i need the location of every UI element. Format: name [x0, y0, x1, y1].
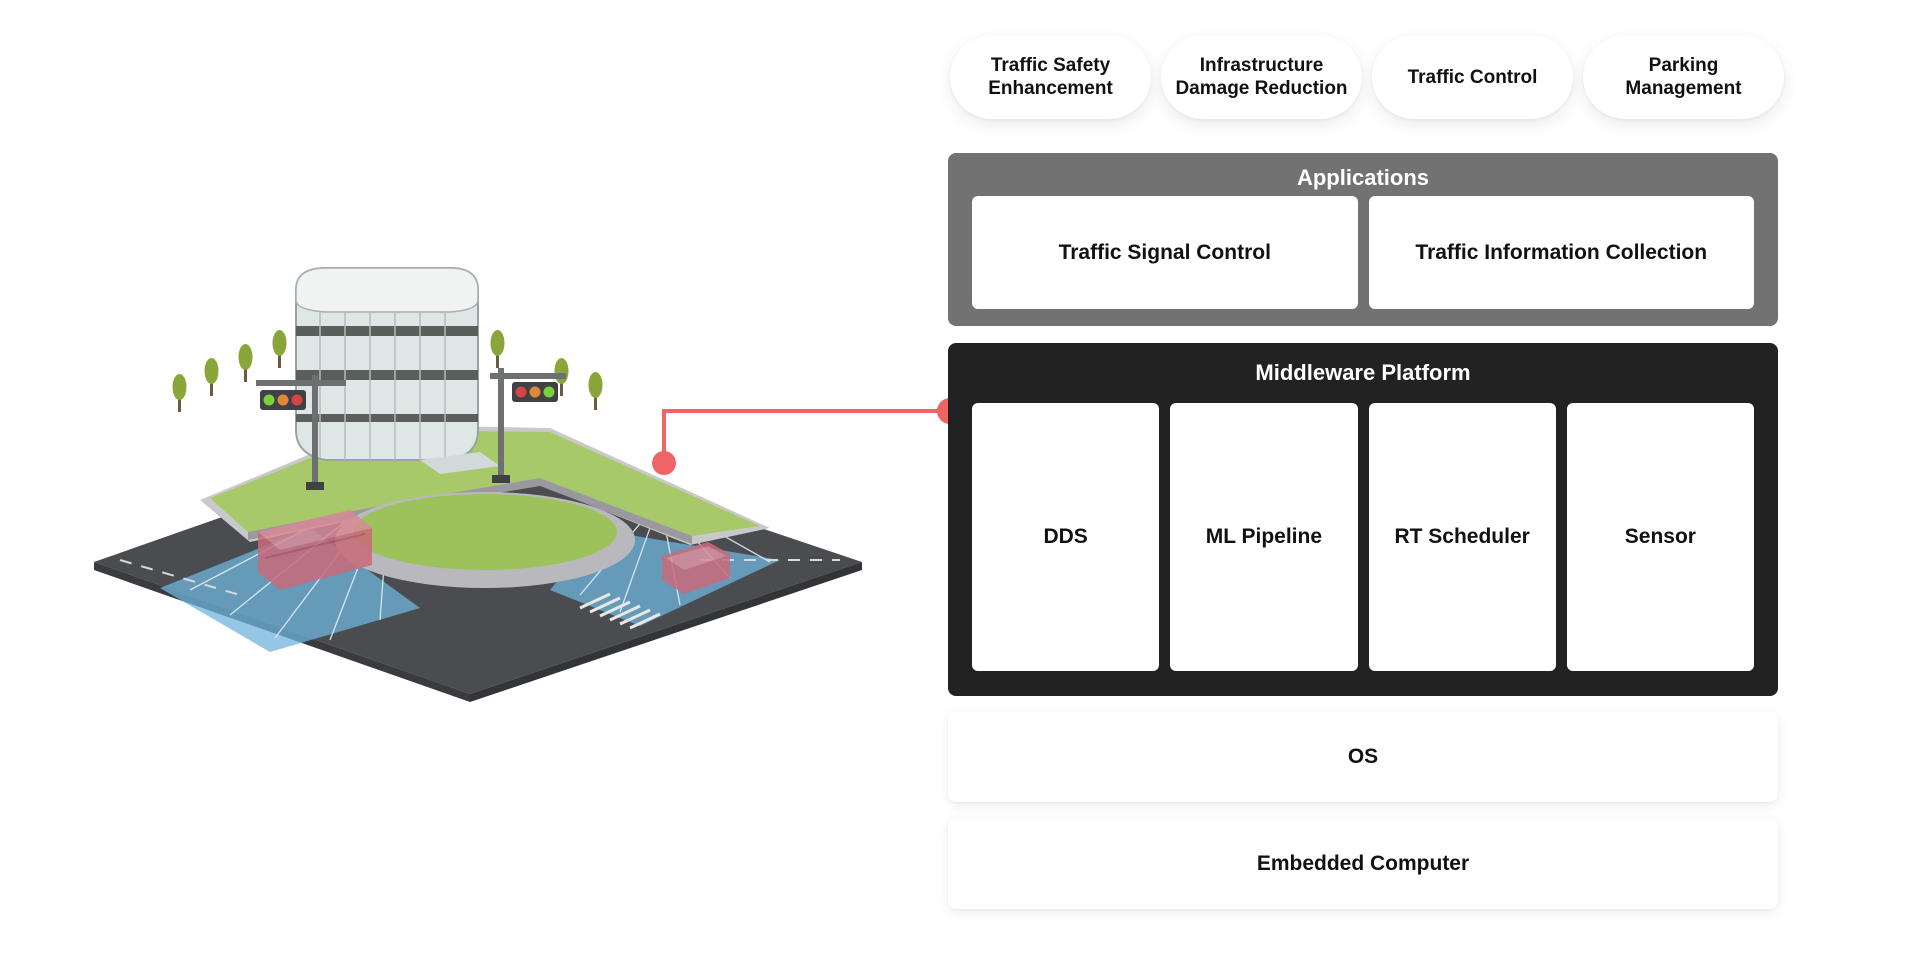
- app-traffic-information-collection: Traffic Information Collection: [1368, 196, 1754, 309]
- benefit-parking-management: Parking Management: [1583, 35, 1784, 119]
- crosswalk: [579, 592, 661, 630]
- app-traffic-signal-control: Traffic Signal Control: [972, 196, 1358, 309]
- os-label: OS: [1347, 745, 1379, 768]
- benefit-infrastructure-damage: Infrastructure Damage Reduction: [1161, 35, 1362, 119]
- middleware-ml-pipeline: ML Pipeline: [1170, 403, 1358, 671]
- embedded-computer-layer: Embedded Computer: [948, 818, 1778, 909]
- benefit-traffic-control: Traffic Control: [1372, 35, 1573, 119]
- glass-building: [295, 267, 500, 474]
- os-layer: OS: [948, 712, 1778, 802]
- embedded-computer-label: Embedded Computer: [1256, 851, 1470, 875]
- middleware-layer: Middleware Platform DDS ML Pipeline RT S…: [948, 343, 1778, 696]
- applications-title: Applications: [1296, 165, 1429, 190]
- middleware-title: Middleware Platform: [1255, 360, 1471, 385]
- benefit-traffic-safety: Traffic Safety Enhancement: [950, 35, 1151, 119]
- applications-layer: Applications Traffic Signal Control Traf…: [948, 153, 1778, 326]
- traffic-light-right: [490, 368, 566, 483]
- middleware-dds: DDS: [972, 403, 1160, 671]
- middleware-sensor: Sensor: [1566, 403, 1754, 671]
- traffic-light-left: [256, 375, 346, 490]
- sensor-zone-left: [160, 528, 420, 652]
- middleware-items: DDS ML Pipeline RT Scheduler Sensor: [972, 403, 1754, 671]
- benefit-pills: Traffic Safety Enhancement Infrastructur…: [950, 35, 1785, 123]
- trees: [172, 330, 603, 412]
- curb: [248, 478, 692, 544]
- bus-vehicle: [258, 510, 372, 590]
- car-vehicle: [662, 542, 730, 594]
- road-edge: [470, 562, 862, 702]
- smart-intersection-illustration: [94, 267, 862, 702]
- building-plaza-grass: [353, 494, 617, 570]
- middleware-rt-scheduler: RT Scheduler: [1368, 403, 1556, 671]
- applications-items: Traffic Signal Control Traffic Informati…: [972, 196, 1754, 309]
